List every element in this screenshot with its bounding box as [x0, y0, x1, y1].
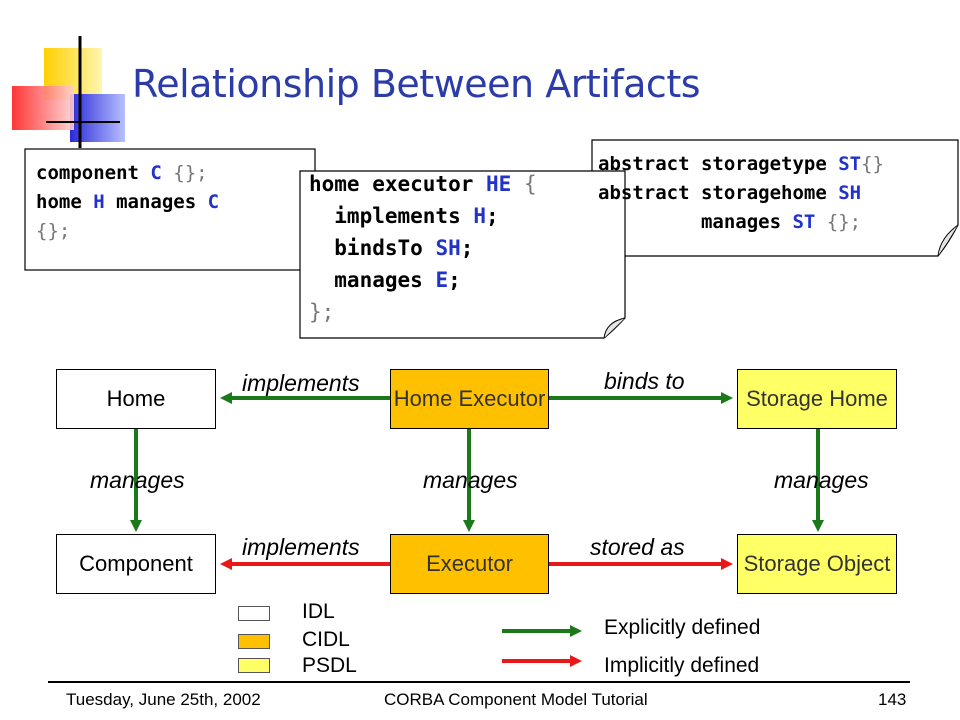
- storage-note-fold: [937, 224, 959, 257]
- legend-idl-label: IDL: [302, 600, 335, 623]
- code-token: implements: [309, 204, 474, 228]
- code-token: C: [150, 162, 162, 184]
- code-token: {};: [815, 211, 862, 233]
- legend-explicit-label: Explicitly defined: [604, 616, 761, 639]
- legend-psdl-label: PSDL: [302, 654, 357, 677]
- code-token: SH: [838, 182, 862, 204]
- label-he-to-executor: manages: [423, 467, 518, 493]
- legend-cidl-swatch: [238, 634, 270, 649]
- code-token: manages: [104, 191, 208, 213]
- code-token: H: [93, 191, 105, 213]
- legend-implicit-label: Implicitly defined: [604, 654, 760, 677]
- code-token: E: [435, 268, 449, 292]
- component-note-shape: [24, 148, 316, 271]
- code-token: abstract storagehome: [598, 182, 839, 204]
- code-token: {}: [861, 153, 884, 175]
- storage-code: abstract storagetype ST{} abstract stora…: [598, 150, 956, 237]
- node-executor: Executor: [390, 534, 549, 594]
- legend-idl-swatch: [238, 606, 270, 621]
- home-executor-note-fold: [603, 317, 626, 339]
- footer-page-number: 143: [878, 690, 907, 709]
- code-token: };: [309, 300, 335, 324]
- node-storage-home: Storage Home: [737, 369, 897, 429]
- label-sh-to-storage-object: manages: [774, 467, 869, 493]
- code-token: component: [36, 162, 151, 184]
- code-token: home: [36, 191, 94, 213]
- label-home-to-component: manages: [90, 467, 185, 493]
- code-token: ;: [460, 236, 474, 260]
- footer-date: Tuesday, June 25th, 2002: [66, 690, 261, 709]
- code-token: home executor: [309, 172, 487, 196]
- footer-rule: [48, 681, 910, 683]
- code-token: {};: [161, 162, 208, 184]
- legend-psdl-swatch: [238, 658, 270, 673]
- node-home: Home: [56, 369, 216, 429]
- footer-course: CORBA Component Model Tutorial: [384, 690, 648, 709]
- home-executor-code: home executor HE { implements H; bindsTo…: [309, 168, 537, 328]
- code-token: abstract storagetype: [598, 153, 839, 175]
- code-token: ST: [792, 211, 816, 233]
- label-executor-to-component: implements: [242, 534, 360, 560]
- code-token: ;: [448, 268, 461, 292]
- code-token: bindsTo: [309, 236, 436, 260]
- component-code: component C {}; home H manages C {};: [36, 159, 219, 246]
- code-token: manages: [598, 211, 793, 233]
- slide-title: Relationship Between Artifacts: [132, 62, 701, 106]
- code-token: C: [207, 191, 220, 213]
- node-home-executor: Home Executor: [390, 369, 549, 429]
- label-he-to-home: implements: [242, 370, 360, 396]
- code-token: ;: [486, 204, 499, 228]
- code-token: {: [511, 172, 537, 196]
- legend-cidl-label: CIDL: [302, 628, 350, 651]
- code-token: HE: [486, 172, 512, 196]
- node-component: Component: [56, 534, 216, 594]
- label-he-to-storage-home: binds to: [604, 368, 685, 394]
- code-token: {};: [36, 220, 71, 242]
- code-token: ST: [838, 153, 862, 175]
- node-storage-object: Storage Object: [737, 534, 897, 594]
- code-token: manages: [309, 268, 436, 292]
- code-token: SH: [435, 236, 461, 260]
- label-executor-to-storage-object: stored as: [590, 534, 685, 560]
- code-token: H: [473, 204, 487, 228]
